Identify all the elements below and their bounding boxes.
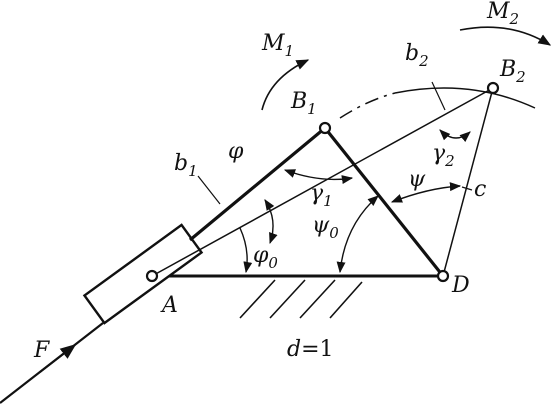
angle-gamma1-arc	[283, 169, 354, 184]
label-d: D	[451, 273, 470, 298]
label-a: A	[160, 293, 178, 318]
label-f: F	[33, 338, 50, 363]
force-arrow	[39, 344, 77, 373]
leader-c	[461, 186, 473, 191]
label-m1: M1	[261, 31, 294, 60]
angle-gamma2-arc	[439, 129, 471, 142]
label-b2-length: b2	[405, 41, 429, 70]
moment-m2-arrow	[459, 26, 552, 46]
link-b1-d	[323, 127, 445, 277]
leader-b1	[197, 175, 221, 205]
moment-m1-arrow	[261, 59, 310, 111]
label-gamma2: γ2	[432, 141, 455, 170]
link-b1	[188, 126, 327, 242]
pivot-b2	[486, 81, 500, 95]
pivot-a	[145, 269, 159, 283]
trajectory-arc	[394, 87, 536, 109]
label-m2: M2	[486, 0, 519, 28]
label-b1-length: b1	[174, 151, 198, 180]
pivot-d	[436, 269, 450, 283]
label-b2-point: B2	[499, 57, 526, 86]
angle-psi-arc	[390, 182, 462, 203]
pivot-b1	[318, 121, 332, 135]
ground-hatching	[239, 279, 363, 319]
label-b1-point: B1	[290, 89, 317, 118]
link-d-b2	[442, 87, 494, 277]
angle-psi0-arc	[336, 195, 379, 274]
label-psi0: ψ0	[312, 213, 339, 242]
slider-block	[82, 223, 204, 325]
leader-b2	[431, 81, 446, 111]
label-phi: φ	[228, 139, 244, 164]
trajectory-arc-dashed	[339, 92, 396, 119]
label-d-length: d=1	[287, 337, 334, 362]
angle-phi0-arc	[239, 227, 253, 274]
label-phi0: φ0	[253, 243, 278, 272]
label-psi: ψ	[408, 167, 426, 192]
label-gamma1: γ1	[310, 181, 333, 210]
angle-phi-arc	[264, 199, 278, 245]
label-c: c	[474, 177, 486, 202]
